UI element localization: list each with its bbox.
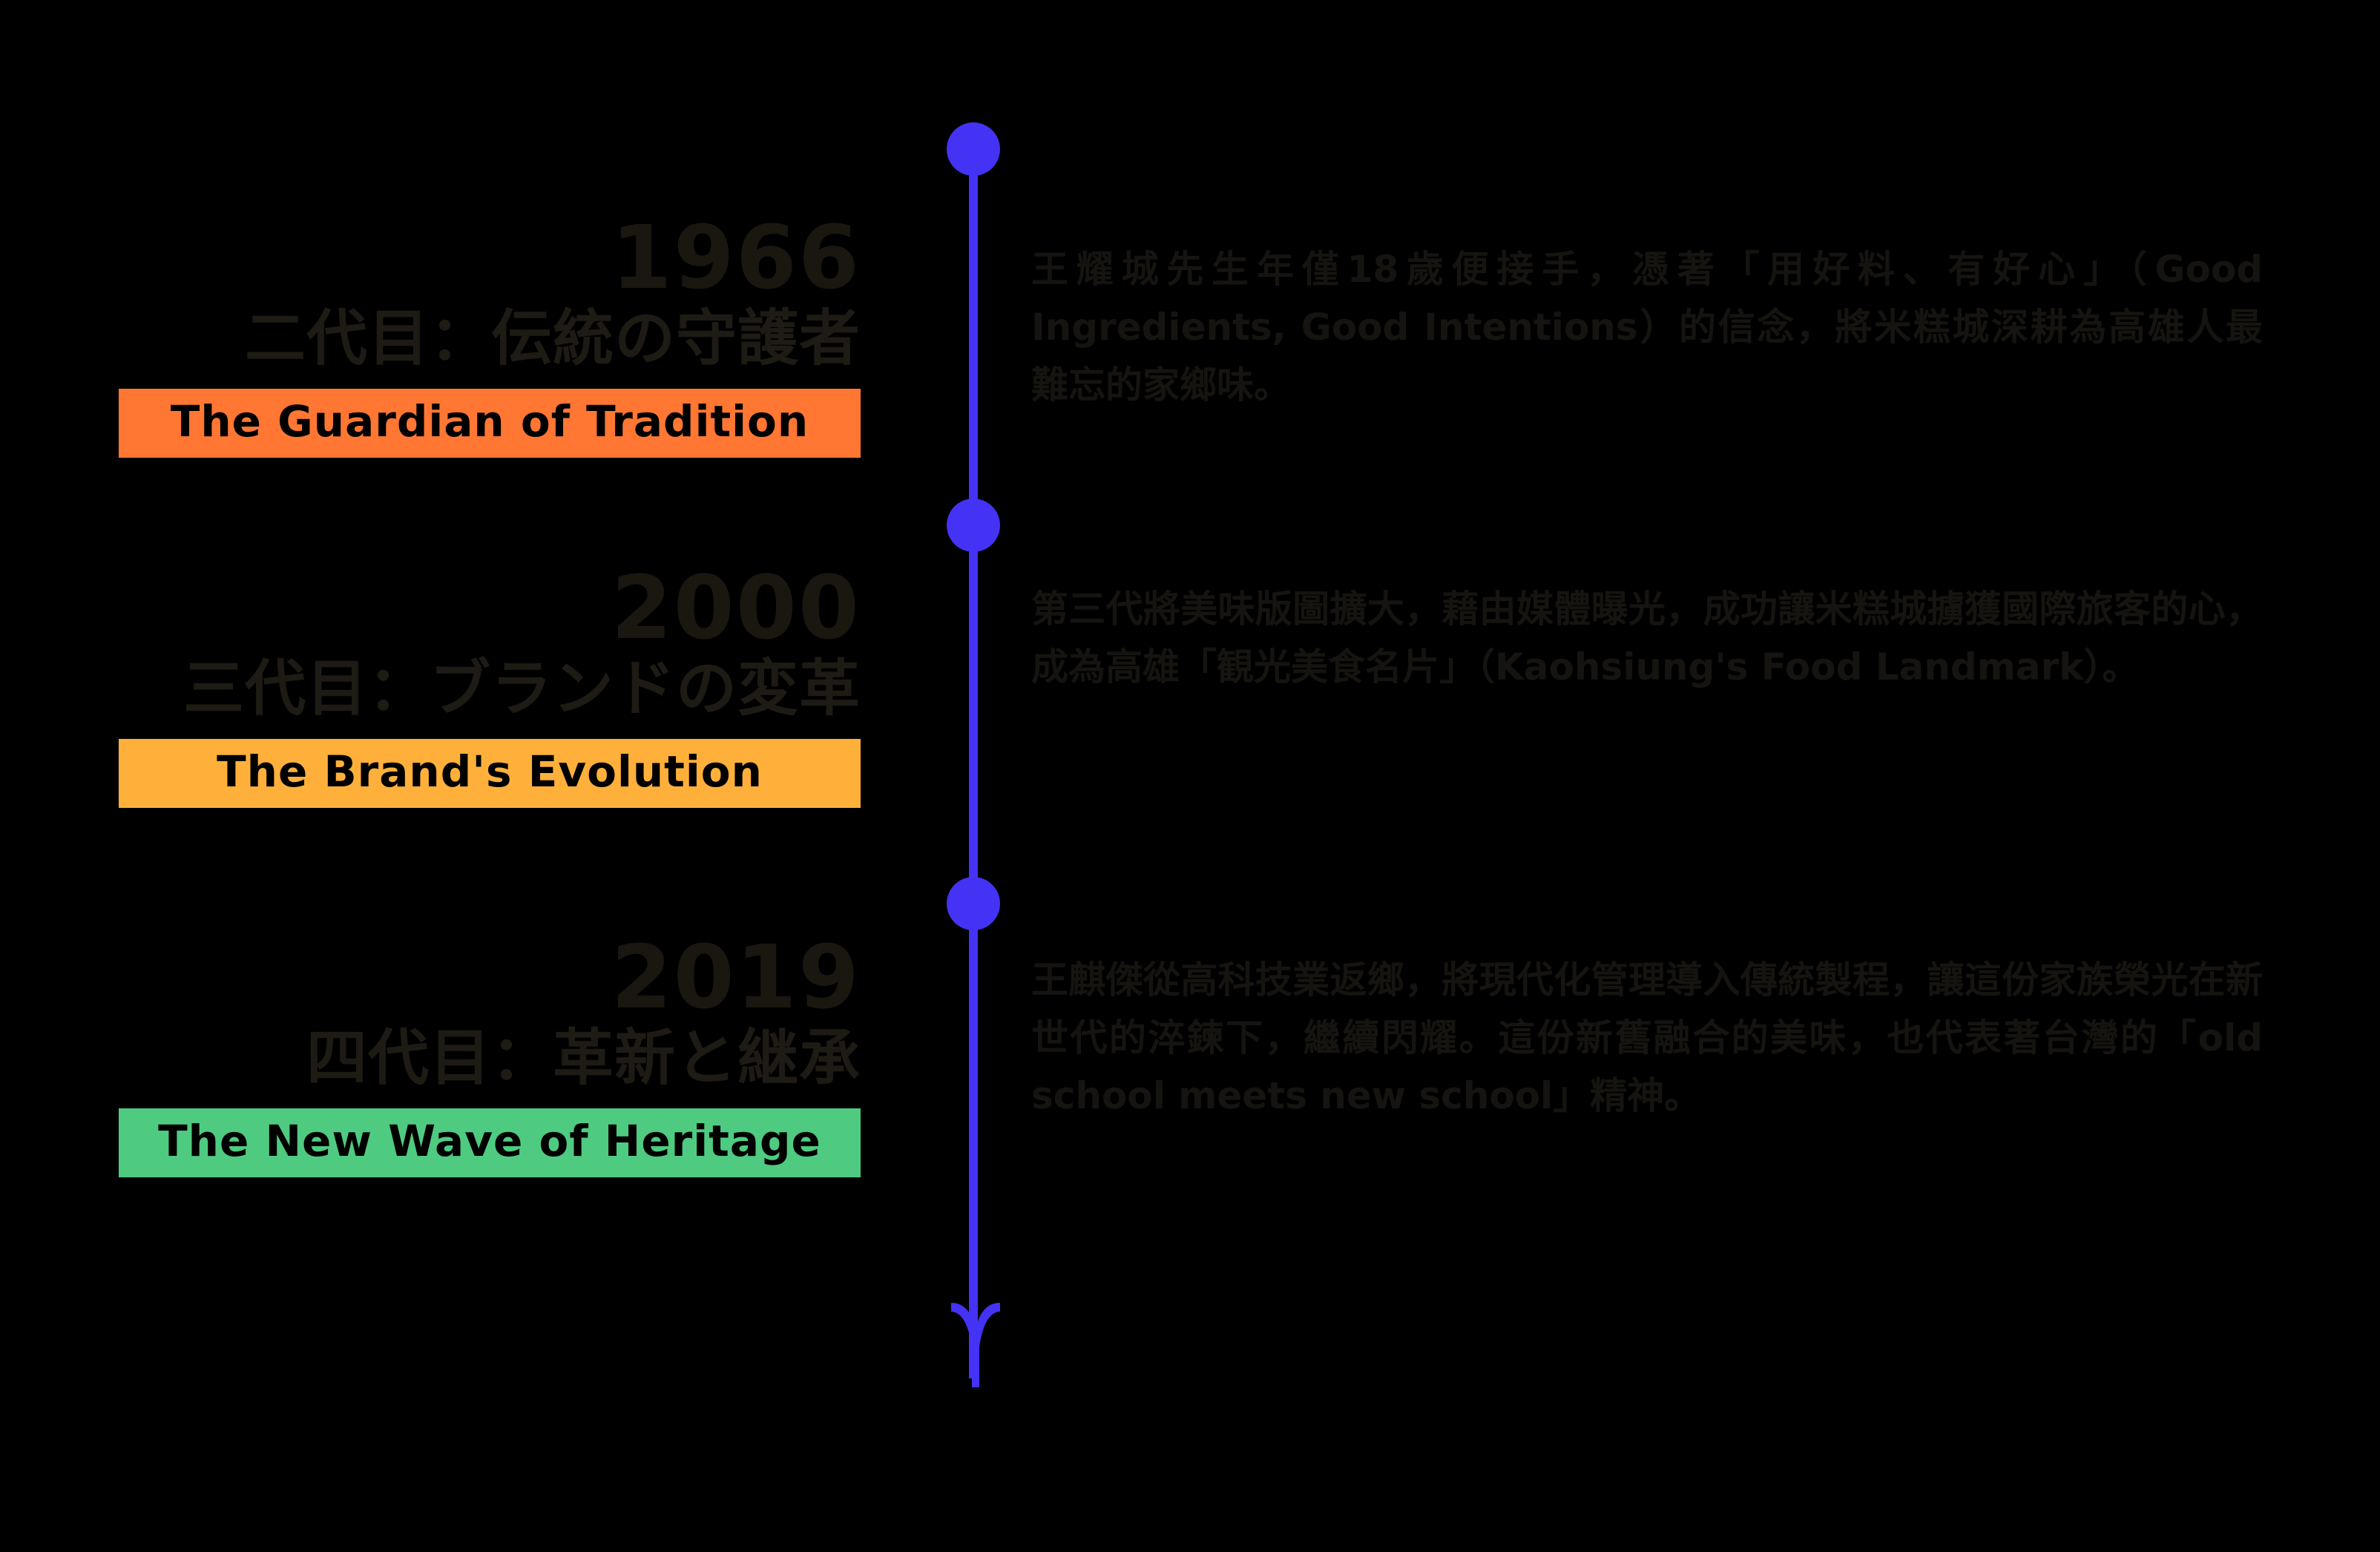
timeline-node-2019[interactable] (947, 877, 1000, 930)
timeline-entry-2019-left: 2019 四代目：革新と継承 The New Wave of Heritage (0, 926, 887, 1178)
jp-title-2000: 三代目：ブランドの変革 (183, 654, 861, 724)
timeline-node-1966[interactable] (947, 122, 1000, 176)
timeline-axis-line (969, 125, 978, 1378)
description-2019: 王麒傑從高科技業返鄉，將現代化管理導入傳統製程，讓這份家族榮光在新世代的淬鍊下，… (1031, 959, 2263, 1117)
jp-title-1966: 二代目：伝統の守護者 (244, 303, 861, 374)
timeline-entry-2000-left: 2000 三代目：ブランドの変革 The Brand's Evolution (0, 556, 887, 809)
timeline-node-2000[interactable] (947, 499, 1000, 552)
year-label-2019: 2019 (611, 926, 861, 1028)
badge-new-wave-of-heritage[interactable]: The New Wave of Heritage (119, 1108, 861, 1178)
description-1966: 王耀城先生年僅18歲便接手，憑著「用好料、有好心」（Good Ingredien… (1031, 248, 2263, 407)
badge-guardian-of-tradition[interactable]: The Guardian of Tradition (119, 389, 861, 458)
jp-title-2019: 四代目：革新と継承 (306, 1023, 861, 1094)
timeline-entry-1966-left: 1966 二代目：伝統の守護者 The Guardian of Traditio… (0, 214, 887, 458)
timeline-arrow-icon (917, 1254, 1030, 1387)
description-2000: 第三代將美味版圖擴大，藉由媒體曝光，成功讓米糕城擄獲國際旅客的心，成為高雄「観光… (1031, 588, 2263, 688)
year-label-2000: 2000 (611, 556, 861, 659)
badge-brands-evolution[interactable]: The Brand's Evolution (119, 739, 861, 809)
year-label-1966: 1966 (611, 206, 861, 309)
